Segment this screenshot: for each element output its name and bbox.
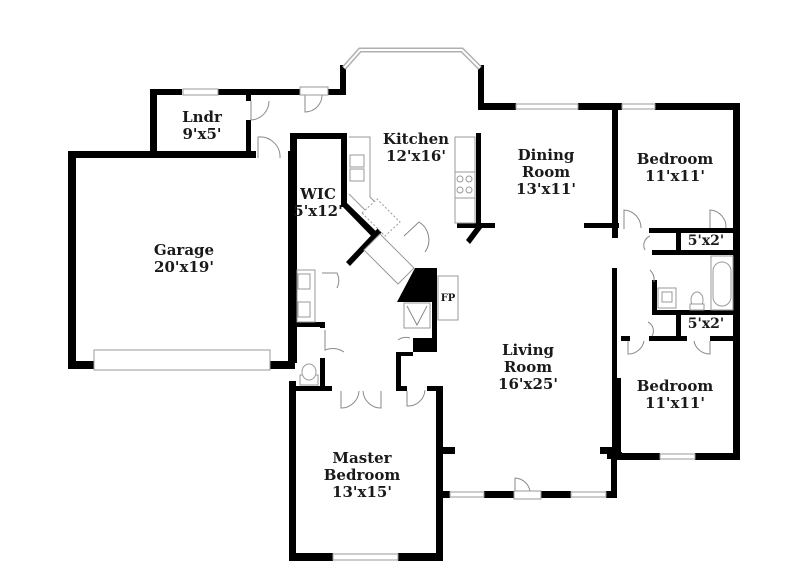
room-name: WIC [300,185,336,203]
room-size: 12'x16' [386,147,446,165]
fixtures [296,136,734,386]
room-name: Bedroom [636,377,714,395]
fireplace-text: FP [440,293,456,304]
room-name-line1: Master [332,449,392,467]
room-label-bedroom-2: Bedroom 11'x11' [637,151,714,185]
room-label-laundry: Lndr 9'x5' [182,109,222,143]
room-name-line1: Dining [517,146,575,164]
room-size: 5'x2' [687,316,725,332]
room-size: 13'x11' [516,180,576,198]
room-label-kitchen: Kitchen 12'x16' [383,131,449,165]
room-label-living: Living Room 16'x25' [498,342,558,393]
exterior-walls [68,65,740,561]
room-size: 11'x11' [645,167,705,185]
room-label-closet-top: 5'x2' [688,233,724,250]
room-name: Bedroom [636,150,714,168]
room-name-line1: Living [501,341,555,359]
windows [93,47,696,561]
room-name: Kitchen [382,130,450,148]
room-size: 13'x15' [332,483,392,501]
room-label-dining: Dining Room 13'x11' [516,147,576,198]
room-name-line2: Room [503,358,553,376]
room-size: 9'x5' [182,125,222,143]
room-name-line2: Room [521,163,571,181]
room-label-master: Master Bedroom 13'x15' [324,450,401,501]
room-size: 20'x19' [154,258,214,276]
room-name-line2: Bedroom [323,466,401,484]
doors [250,86,727,500]
room-size: 16'x25' [498,375,558,393]
room-size: 11'x11' [645,394,705,412]
room-label-closet-bottom: 5'x2' [688,316,724,333]
room-name: Lndr [182,108,222,126]
interior-walls [290,103,738,463]
room-label-wic: WIC 5'x12' [293,186,342,220]
room-label-bedroom-3: Bedroom 11'x11' [637,378,714,412]
room-size: 5'x2' [687,233,725,249]
room-size: 5'x12' [293,202,343,220]
fireplace-label: FP [441,293,456,305]
room-label-garage: Garage 20'x19' [154,242,214,276]
room-name: Garage [153,241,215,259]
